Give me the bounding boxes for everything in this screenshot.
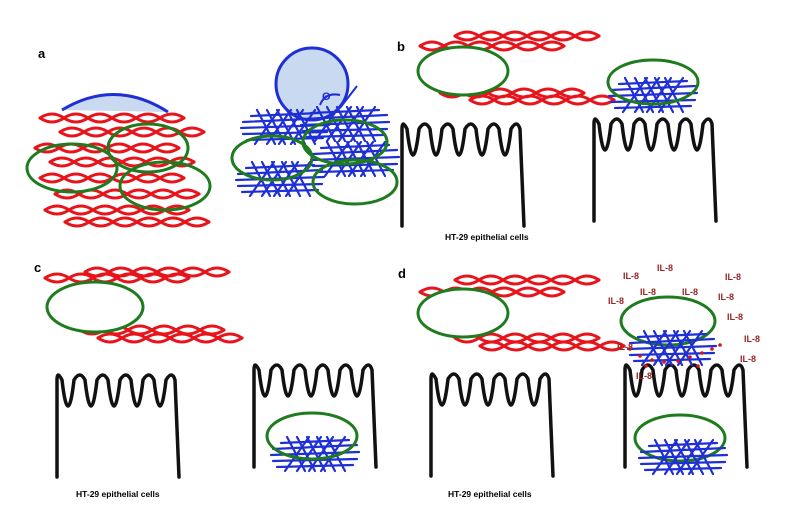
il8-label: IL-8 (725, 272, 741, 282)
il8-label: IL-8 (682, 287, 698, 297)
epithelial-cell-d1 (429, 372, 555, 478)
il8-label: IL-8 (636, 371, 652, 381)
epithelial-cell-b1 (400, 122, 526, 228)
bacterium-d-bottom (633, 413, 727, 463)
bacterium-b-fiber (416, 45, 510, 97)
angle-arc (319, 93, 341, 106)
bacterium-c-mesh (265, 411, 359, 461)
caption-b: HT-29 epithelial cells (445, 232, 529, 242)
bacterium-d-fiber (416, 287, 510, 339)
droplet-round (274, 46, 350, 122)
il8-label: IL-8 (744, 334, 760, 344)
droplet-flat-edge (61, 93, 169, 114)
panel-label-a: a (38, 46, 46, 61)
panel-a: a Θ (25, 46, 401, 228)
il8-label: IL-8 (623, 271, 639, 281)
bacterium-b-mesh (606, 58, 700, 106)
bacteria-a (25, 122, 212, 212)
bacteria-a-mesh (230, 118, 399, 206)
il8-label: IL-8 (640, 287, 656, 297)
il8-label: IL-8 (740, 354, 756, 364)
panel-d: d IL-8 IL-8 IL-8 IL-8 IL-8 (398, 263, 760, 499)
panel-label-c: c (34, 260, 41, 275)
il8-label: IL-8 (608, 296, 624, 306)
caption-c: HT-29 epithelial cells (76, 489, 160, 499)
theta-symbol: Θ (322, 91, 331, 103)
panel-label-b: b (397, 39, 405, 54)
secreted-dots (628, 343, 722, 368)
il8-labels: IL-8 IL-8 IL-8 IL-8 IL-8 IL-8 IL-8 IL-8 … (608, 263, 760, 381)
panel-label-d: d (398, 266, 406, 281)
tangent-line (339, 85, 358, 109)
mesh-d-bottom (637, 438, 729, 476)
epithelial-cell-c1 (55, 373, 181, 479)
mesh-b (607, 76, 699, 114)
il8-label: IL-8 (718, 292, 734, 302)
bacterium-c-fiber (45, 280, 145, 334)
il8-label: IL-8 (727, 312, 743, 322)
il8-label: IL-8 (657, 263, 673, 273)
il8-label: IL-8 (617, 342, 633, 352)
epithelial-cell-b2 (592, 117, 718, 223)
caption-d: HT-29 epithelial cells (448, 489, 532, 499)
panel-c: c HT-29 epithelial cells (34, 260, 378, 499)
panel-b: b HT-29 epithelial cells (397, 30, 718, 242)
